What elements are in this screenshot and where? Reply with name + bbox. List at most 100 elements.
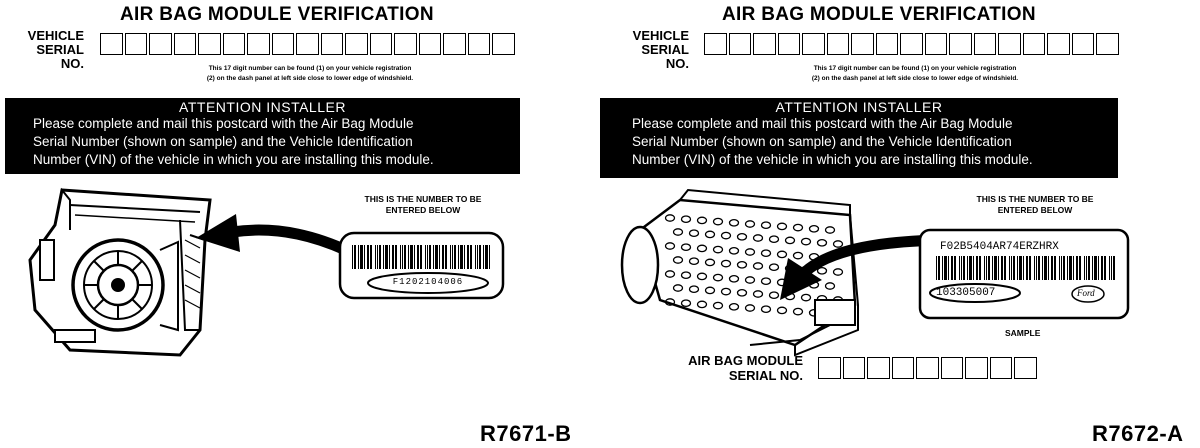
- callout-text: THIS IS THE NUMBER TO BE ENTERED BELOW: [976, 194, 1094, 215]
- barcode-bar: [367, 245, 369, 269]
- vent-hole: [680, 299, 692, 308]
- entry-box[interactable]: [222, 33, 245, 55]
- vent-hole: [768, 263, 780, 272]
- entry-box[interactable]: [467, 33, 490, 55]
- vent-hole: [792, 223, 804, 232]
- vent-hole: [696, 300, 708, 309]
- barcode-bar: [1044, 256, 1047, 280]
- entry-box[interactable]: [345, 33, 368, 55]
- entry-box[interactable]: [949, 33, 972, 55]
- vent-hole: [776, 222, 788, 231]
- barcode-bar: [1094, 256, 1097, 280]
- entry-box[interactable]: [173, 33, 196, 55]
- barcode-bar: [1038, 256, 1040, 280]
- vent-hole: [736, 288, 748, 297]
- barcode-bar: [429, 245, 431, 269]
- form-code: R7672-A: [1092, 421, 1184, 446]
- entry-box[interactable]: [704, 33, 727, 55]
- entry-box[interactable]: [271, 33, 294, 55]
- vent-hole: [712, 217, 724, 226]
- entry-box[interactable]: [1071, 33, 1094, 55]
- vent-hole: [672, 228, 684, 236]
- vent-hole: [816, 238, 828, 247]
- entry-box[interactable]: [100, 33, 123, 55]
- barcode-bar: [959, 256, 960, 280]
- entry-box[interactable]: [891, 357, 914, 379]
- entry-box[interactable]: [973, 33, 996, 55]
- barcode-bar: [400, 245, 401, 269]
- entry-box[interactable]: [1014, 357, 1037, 379]
- entry-box[interactable]: [842, 357, 865, 379]
- entry-box[interactable]: [1096, 33, 1119, 55]
- vin-entry-boxes[interactable]: [704, 33, 1119, 55]
- attention-banner: ATTENTION INSTALLER Please complete and …: [600, 98, 1118, 178]
- entry-box[interactable]: [728, 33, 751, 55]
- entry-box[interactable]: [149, 33, 172, 55]
- barcode-bar: [352, 245, 353, 269]
- entry-box[interactable]: [998, 33, 1021, 55]
- entry-box[interactable]: [989, 357, 1012, 379]
- vent-hole: [696, 244, 708, 253]
- entry-box[interactable]: [296, 33, 319, 55]
- barcode-bar: [389, 245, 390, 269]
- vin-entry-boxes[interactable]: [100, 33, 515, 55]
- label-serial-number: 103305007: [936, 287, 996, 299]
- module-serial-label: AIR BAG MODULE SERIAL NO.: [688, 353, 803, 383]
- banner-line: Serial Number (shown on sample) and the …: [33, 134, 413, 149]
- entry-box[interactable]: [851, 33, 874, 55]
- barcode-bar: [483, 245, 484, 269]
- entry-box[interactable]: [124, 33, 147, 55]
- vent-hole: [816, 266, 828, 275]
- barcode-bar: [360, 245, 363, 269]
- entry-box[interactable]: [320, 33, 343, 55]
- entry-box[interactable]: [826, 33, 849, 55]
- entry-box[interactable]: [777, 33, 800, 55]
- entry-box[interactable]: [940, 357, 963, 379]
- module-serial-entry-boxes[interactable]: [818, 357, 1037, 379]
- entry-box[interactable]: [247, 33, 270, 55]
- vent-hole: [744, 276, 756, 284]
- vent-hole: [704, 286, 716, 295]
- barcode-bar: [1084, 256, 1085, 280]
- entry-box[interactable]: [818, 357, 841, 379]
- vent-hole: [712, 273, 724, 282]
- barcode-bar: [370, 245, 372, 269]
- vent-hole: [664, 214, 676, 222]
- vent-hole: [672, 284, 684, 292]
- barcode-bar: [450, 245, 451, 269]
- entry-box[interactable]: [753, 33, 776, 55]
- entry-box[interactable]: [916, 357, 939, 379]
- card-title: AIR BAG MODULE VERIFICATION: [722, 4, 1036, 25]
- airbag-module-illustration: [620, 188, 1130, 357]
- barcode-bar: [1092, 256, 1093, 280]
- barcode-bar: [435, 245, 438, 269]
- banner-heading: ATTENTION INSTALLER: [179, 99, 346, 115]
- entry-box[interactable]: [965, 357, 988, 379]
- entry-box[interactable]: [198, 33, 221, 55]
- entry-box[interactable]: [1047, 33, 1070, 55]
- vent-hole: [792, 251, 804, 260]
- barcode-bar: [1019, 256, 1022, 280]
- entry-box[interactable]: [394, 33, 417, 55]
- vent-hole: [752, 234, 764, 242]
- entry-box[interactable]: [492, 33, 515, 55]
- entry-box[interactable]: [900, 33, 923, 55]
- barcode-bar: [404, 245, 406, 269]
- entry-box[interactable]: [369, 33, 392, 55]
- entry-box[interactable]: [867, 357, 890, 379]
- barcode-bar: [948, 256, 949, 280]
- airbag-module-illustration: [28, 187, 505, 357]
- vent-hole: [720, 259, 732, 268]
- entry-box[interactable]: [875, 33, 898, 55]
- vent-hole: [808, 224, 820, 233]
- entry-box[interactable]: [802, 33, 825, 55]
- entry-box[interactable]: [443, 33, 466, 55]
- vent-hole: [760, 249, 772, 258]
- barcode-bar: [1011, 256, 1012, 280]
- entry-box[interactable]: [924, 33, 947, 55]
- barcode-bar: [1067, 256, 1068, 280]
- vehicle-serial-label: VEHICLE SERIAL NO.: [632, 28, 689, 71]
- barcode-bar: [1076, 256, 1078, 280]
- entry-box[interactable]: [1022, 33, 1045, 55]
- entry-box[interactable]: [418, 33, 441, 55]
